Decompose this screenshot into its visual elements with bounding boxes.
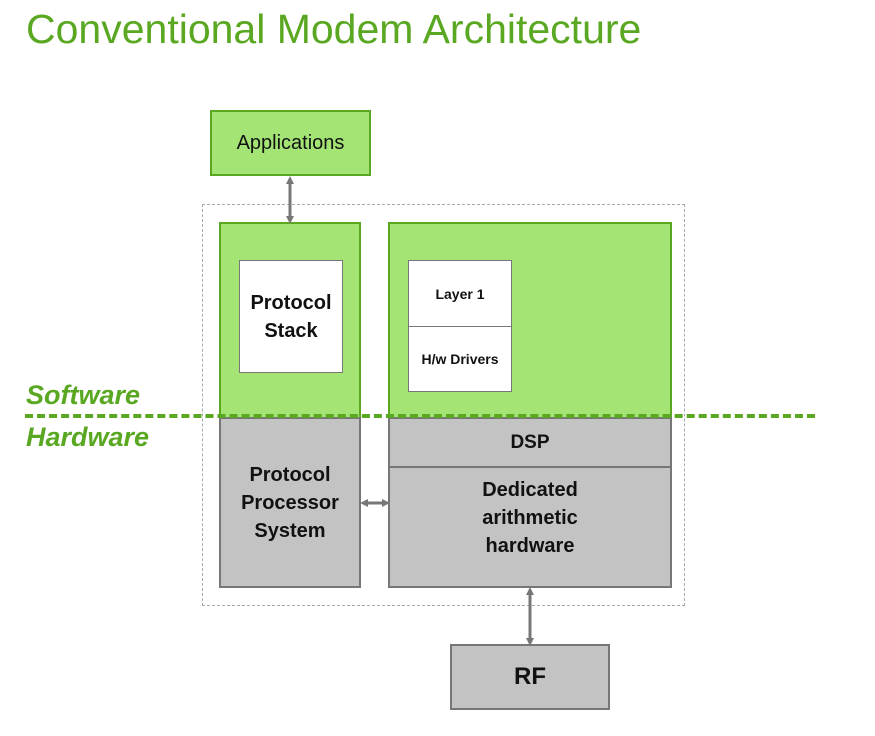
protocol-processor-label-line1: Protocol	[249, 463, 331, 486]
protocol-processor-label-line3: System	[254, 519, 326, 542]
rf-box: RF	[450, 644, 610, 710]
protocol-processor-label-line2: Processor	[241, 491, 339, 514]
dedicated-hardware-box: Dedicated arithmetic hardware	[388, 466, 672, 588]
hw-drivers-box: H/w Drivers	[408, 326, 512, 392]
protocol-stack-box: Protocol Stack	[239, 260, 343, 373]
rf-label: RF	[514, 663, 546, 690]
dedicated-label-line1: Dedicated	[482, 479, 578, 501]
layer1-label: Layer 1	[435, 285, 485, 302]
hw-drivers-label: H/w Drivers	[421, 351, 499, 367]
dedicated-label-line3: hardware	[485, 535, 575, 557]
software-hardware-divider	[25, 414, 815, 418]
hardware-label: Hardware	[26, 422, 150, 452]
applications-box: Applications	[210, 110, 371, 176]
dsp-label: DSP	[510, 431, 550, 453]
dedicated-label-line2: arithmetic	[482, 507, 578, 529]
software-label: Software	[26, 380, 141, 410]
page-title: Conventional Modem Architecture	[26, 6, 642, 52]
protocol-stack-label-line2: Stack	[264, 319, 318, 342]
modem-boundary	[202, 204, 685, 606]
protocol-stack-label-line1: Protocol	[250, 291, 332, 314]
applications-label: Applications	[236, 131, 345, 154]
protocol-processor-box: Protocol Processor System	[219, 417, 361, 588]
